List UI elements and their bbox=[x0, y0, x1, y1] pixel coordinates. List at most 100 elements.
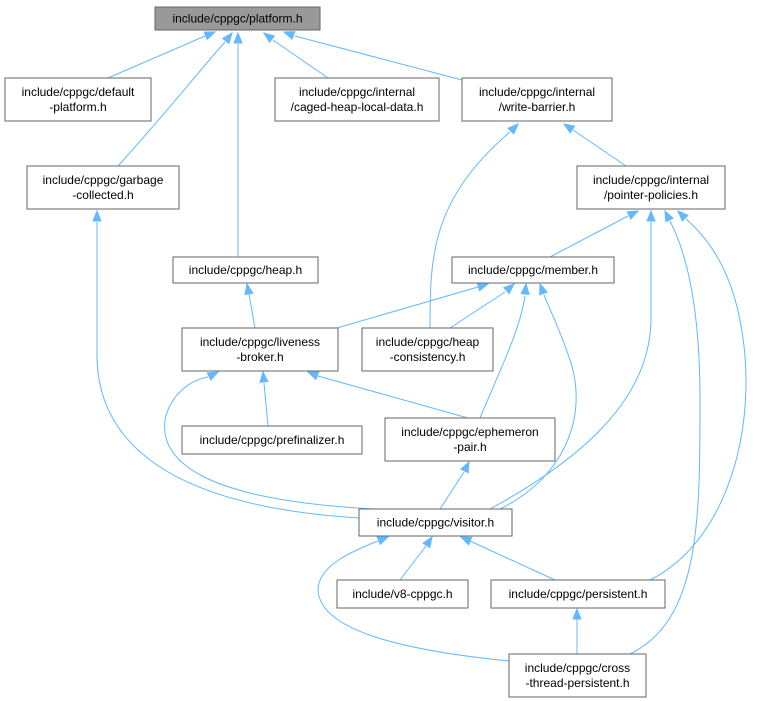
edge-heap-consistency-to-write-barrier bbox=[429, 123, 519, 329]
edge-line bbox=[329, 286, 479, 331]
node-persistent[interactable]: include/cppgc/persistent.h bbox=[490, 579, 666, 609]
edge-liveness-broker-to-heap bbox=[244, 282, 256, 329]
edge-arrowhead bbox=[539, 282, 549, 296]
edge-default-platform-to-platform bbox=[107, 31, 217, 79]
edge-visitor-to-member bbox=[499, 282, 577, 510]
node-label-line: include/cppgc/persistent.h bbox=[509, 587, 648, 601]
edge-pointer-policies-to-write-barrier bbox=[562, 123, 627, 167]
node-box bbox=[26, 165, 180, 210]
node-box bbox=[451, 256, 615, 284]
node-layer: include/cppgc/platform.h include/cppgc/de… bbox=[4, 6, 726, 698]
node-label-line: include/cppgc/internal bbox=[479, 85, 595, 99]
edge-arrowhead bbox=[206, 371, 220, 381]
edge-arrowhead bbox=[626, 210, 640, 220]
node-box bbox=[361, 327, 494, 372]
node-label-line: include/cppgc/heap bbox=[376, 335, 480, 349]
edge-arrowhead bbox=[664, 209, 674, 223]
edge-visitor-to-garbage-collected bbox=[92, 209, 360, 519]
node-ephemeron-pair[interactable]: include/cppgc/ephemeron-pair.h bbox=[384, 417, 556, 462]
edge-line bbox=[499, 294, 577, 510]
node-label-line: include/cppgc/internal bbox=[299, 85, 415, 99]
node-box bbox=[181, 425, 363, 455]
node-label-line: -platform.h bbox=[49, 100, 106, 114]
edge-layer bbox=[92, 31, 747, 662]
node-write-barrier[interactable]: include/cppgc/internal/write-barrier.h bbox=[461, 77, 613, 122]
edge-line bbox=[469, 540, 556, 581]
edge-arrowhead bbox=[259, 370, 269, 383]
edge-line bbox=[399, 545, 427, 581]
node-box bbox=[508, 653, 647, 698]
edge-line bbox=[272, 39, 329, 79]
edge-persistent-to-pointer-policies bbox=[649, 210, 747, 581]
node-caged-heap[interactable]: include/cppgc/internal/caged-heap-local-… bbox=[274, 77, 440, 122]
node-label-line: include/cppgc/prefinalizer.h bbox=[200, 433, 345, 447]
node-v8-cppgc[interactable]: include/v8-cppgc.h bbox=[336, 579, 469, 609]
edge-arrowhead bbox=[262, 32, 276, 44]
node-label-line: include/cppgc/platform.h bbox=[172, 12, 302, 26]
edge-line bbox=[107, 35, 206, 79]
node-label-line: -thread-persistent.h bbox=[525, 676, 629, 690]
node-box bbox=[358, 508, 513, 537]
node-box bbox=[490, 579, 666, 609]
node-label-line: include/cppgc/liveness bbox=[200, 335, 320, 349]
node-pointer-policies[interactable]: include/cppgc/internal/pointer-policies.… bbox=[576, 165, 726, 210]
node-label-line: /pointer-policies.h bbox=[604, 188, 698, 202]
edge-v8-cppgc-to-visitor bbox=[399, 535, 433, 581]
node-cross-thread-persistent[interactable]: include/cppgc/cross-thread-persistent.h bbox=[508, 653, 647, 698]
edge-line bbox=[317, 375, 469, 419]
node-heap[interactable]: include/cppgc/heap.h bbox=[172, 256, 319, 284]
node-box bbox=[461, 77, 613, 122]
node-label-line: include/cppgc/cross bbox=[525, 661, 630, 675]
node-label-line: -collected.h bbox=[72, 188, 133, 202]
node-label-line: -pair.h bbox=[453, 440, 486, 454]
node-garbage-collected[interactable]: include/cppgc/garbage-collected.h bbox=[26, 165, 180, 210]
edge-visitor-to-liveness-broker bbox=[164, 371, 376, 510]
edge-write-barrier-to-platform bbox=[282, 31, 463, 81]
node-default-platform[interactable]: include/cppgc/default-platform.h bbox=[4, 77, 152, 122]
node-prefinalizer[interactable]: include/cppgc/prefinalizer.h bbox=[181, 425, 363, 455]
edge-line bbox=[449, 291, 506, 329]
node-visitor[interactable]: include/cppgc/visitor.h bbox=[358, 508, 513, 537]
node-box bbox=[181, 327, 339, 372]
edge-arrowhead bbox=[244, 282, 254, 296]
edge-line bbox=[248, 293, 256, 329]
edge-prefinalizer-to-liveness-broker bbox=[259, 370, 269, 427]
node-label-line: include/cppgc/default bbox=[22, 85, 135, 99]
node-label-line: include/cppgc/heap.h bbox=[189, 263, 302, 277]
edge-line bbox=[96, 222, 360, 519]
edge-visitor-to-ephemeron-pair bbox=[439, 460, 470, 510]
edge-arrowhead bbox=[203, 31, 217, 41]
edge-arrowhead bbox=[376, 536, 390, 546]
node-member[interactable]: include/cppgc/member.h bbox=[451, 256, 615, 284]
edge-line bbox=[649, 218, 747, 581]
edge-visitor-to-pointer-policies bbox=[489, 209, 656, 510]
node-heap-consistency[interactable]: include/cppgc/heap-consistency.h bbox=[361, 327, 494, 372]
node-label-line: -broker.h bbox=[236, 350, 283, 364]
edge-arrowhead bbox=[459, 536, 473, 546]
edge-arrowhead bbox=[562, 123, 576, 134]
edge-line bbox=[164, 376, 376, 510]
edge-arrowhead bbox=[460, 460, 470, 474]
edge-garbage-collected-to-platform bbox=[117, 31, 233, 167]
edge-arrowhead bbox=[572, 607, 582, 620]
edge-member-to-pointer-policies bbox=[549, 210, 640, 258]
edge-line bbox=[479, 295, 526, 419]
node-box bbox=[576, 165, 726, 210]
edge-line bbox=[429, 131, 511, 329]
edge-line bbox=[263, 382, 269, 427]
edge-line bbox=[317, 540, 510, 662]
node-label-line: /caged-heap-local-data.h bbox=[291, 100, 424, 114]
node-label-line: include/v8-cppgc.h bbox=[352, 587, 452, 601]
edge-ephemeron-pair-to-member bbox=[479, 282, 530, 419]
node-box bbox=[274, 77, 440, 122]
node-liveness-broker[interactable]: include/cppgc/liveness-broker.h bbox=[181, 327, 339, 372]
node-platform: include/cppgc/platform.h bbox=[154, 6, 321, 31]
edge-arrowhead bbox=[221, 31, 233, 45]
edge-arrowhead bbox=[92, 209, 102, 222]
edge-arrowhead bbox=[422, 535, 433, 549]
edge-line bbox=[439, 471, 465, 510]
edge-cross-thread-persistent-to-visitor bbox=[317, 536, 510, 662]
edge-arrowhead bbox=[282, 31, 296, 41]
edge-cross-thread-persistent-to-pointer-policies bbox=[629, 209, 701, 655]
